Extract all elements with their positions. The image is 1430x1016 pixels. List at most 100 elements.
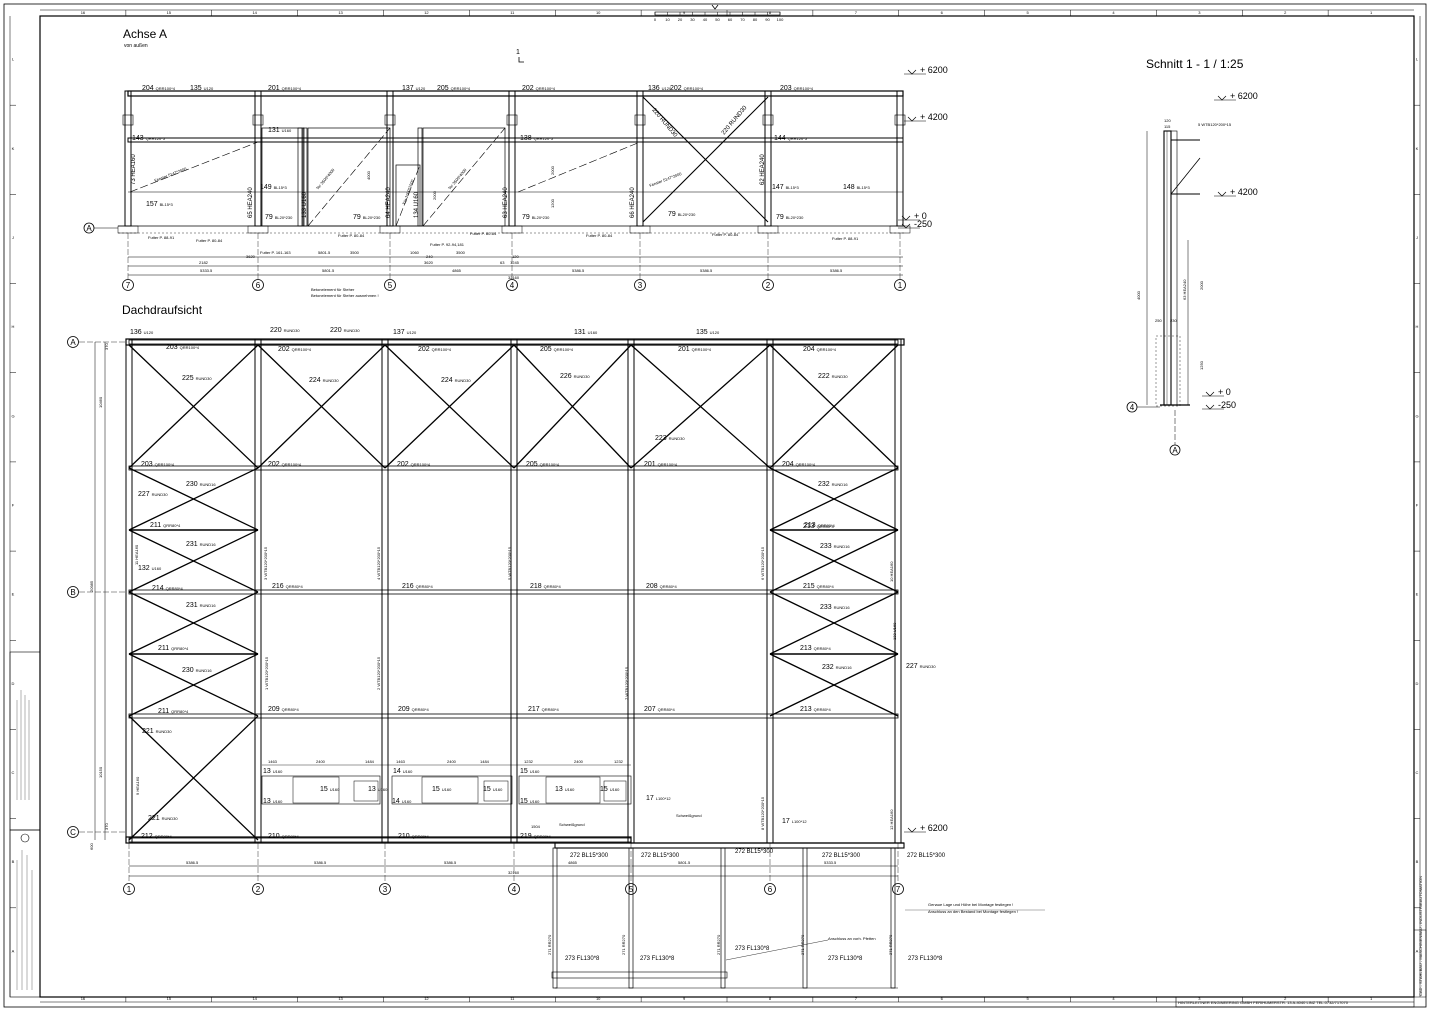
elev-mid-label: 144 QRR120*5 xyxy=(774,135,808,142)
elev-footing xyxy=(379,225,401,234)
frame-col-top: 6 xyxy=(941,10,944,15)
plan-column-label: 5 WTB120*200*15 xyxy=(507,546,512,580)
frame-col-bottom: 1 xyxy=(1370,996,1373,1001)
plan-rowA-label: 202 QRR100*4 xyxy=(418,346,452,353)
plan-note: Anschluss an den Bestand bei Montage fes… xyxy=(928,909,1018,914)
plan-rowB-label: 216 QRR80*4 xyxy=(272,583,304,590)
canopy-schweiss: Schweißgrund xyxy=(559,822,585,827)
plan-side-right-label: 213 QRR80*4 xyxy=(800,645,832,652)
frame-row-right: H xyxy=(1416,324,1419,329)
elev-opening-label: Tor 3500*4000 xyxy=(315,167,336,191)
grid-label: B xyxy=(70,588,75,597)
section-arrow-icon xyxy=(518,57,524,63)
elev-mid-label: 147 BL15*3 xyxy=(772,184,800,191)
canopy-panel xyxy=(421,776,479,804)
elev-node xyxy=(384,114,396,126)
plan-side-right-label: 17 L100*12 xyxy=(782,818,807,825)
frame-col-bottom: 8 xyxy=(769,996,772,1001)
frame-col-bottom: 7 xyxy=(855,996,858,1001)
elev-top-label: 203 QRR100*4 xyxy=(780,85,814,92)
elev-dim: 5801.5 xyxy=(318,250,331,255)
elev-node xyxy=(252,114,264,126)
grid-label: 4 xyxy=(510,281,515,290)
grid-label: 7 xyxy=(126,281,131,290)
section-title: Schnitt 1 - 1 / 1:25 xyxy=(1146,57,1244,71)
plan-grid-bubble-y: A xyxy=(67,336,79,348)
elev-grid-bubble: 3 xyxy=(634,279,646,291)
elev-low-label: 79 BL20*230 xyxy=(668,211,696,218)
scale-tick-label: 50 xyxy=(715,17,720,22)
plan-side-left-label: 227 RUND30 xyxy=(138,491,168,498)
elev-vdim: 1200 xyxy=(550,198,555,208)
plan-rowC-label: 210 QRR80*4 xyxy=(398,833,430,840)
section-member-label: 5 WTB120*200*15 xyxy=(1198,122,1232,127)
elev-level-top: + 6200 xyxy=(904,65,948,75)
elev-diagonal-label: 220 RUND30 xyxy=(650,107,678,139)
svg-text:4: 4 xyxy=(1130,403,1135,412)
plan-brace xyxy=(769,344,899,469)
elev-futter-label: Futter P. 92-94,181 xyxy=(430,242,465,247)
canopy-dim: 2400 xyxy=(447,759,457,764)
grid-bubble xyxy=(634,279,646,291)
elev-top-label: 136 U120 xyxy=(648,85,672,92)
plan-side-right-label: 213 QRR80*4 xyxy=(804,522,836,529)
leanto-purlin-label: 273 FL130*8 xyxy=(640,956,675,962)
grid-label: 6 xyxy=(256,281,261,290)
plan-note-leader xyxy=(725,939,829,961)
plan-column-label: 7 WTB120*200*15 xyxy=(624,666,629,700)
left-stamp xyxy=(9,651,41,998)
frame-row-right: J xyxy=(1416,235,1418,240)
frame-row-right: D xyxy=(1416,681,1419,686)
plan-column-line xyxy=(627,338,635,844)
elev-level-base: -250 xyxy=(898,219,932,229)
plan-rowB-label: 218 QRR80*4 xyxy=(530,583,562,590)
grid-bubble xyxy=(764,883,776,895)
leanto-purlin-label: 273 FL130*8 xyxy=(735,946,770,952)
frame-col-bottom: 9 xyxy=(683,996,686,1001)
elev-dim: 5333.5 xyxy=(200,268,213,273)
elev-mid-label: 149 BL15*3 xyxy=(260,184,288,191)
frame-col-bottom: 11 xyxy=(510,996,515,1001)
elev-column xyxy=(896,90,904,227)
plan-rowC-label: 210 QRR80*4 xyxy=(268,833,300,840)
canopy-dim: 1232 xyxy=(614,759,624,764)
plan-rowC-label: 219 QRR80*4 xyxy=(520,833,552,840)
plan-column-label: 9 HEA160 xyxy=(135,776,140,795)
frame-col-top: 14 xyxy=(252,10,257,15)
level-marker-icon xyxy=(907,827,917,833)
scale-tick-label: 90 xyxy=(765,17,770,22)
elevation-title: Achse A xyxy=(123,27,167,41)
plan-dim-side: 20985 xyxy=(89,580,94,592)
plan-brace xyxy=(128,467,259,531)
plan-beam-line xyxy=(128,589,899,595)
frame-row-right: F xyxy=(1416,503,1419,508)
leanto-beam-label: 272 BL15*300 xyxy=(735,849,774,855)
elev-node xyxy=(506,114,518,126)
elev-vdim: 2000 xyxy=(432,190,437,200)
plan-rowmid-label: 217 QRR80*4 xyxy=(528,706,560,713)
frame-row-left: D xyxy=(12,681,15,686)
grid-bubble xyxy=(67,826,79,838)
canopy-label: 13 U160 xyxy=(555,786,575,793)
elev-column xyxy=(254,90,262,227)
plan-diagonal-label: 223 RUND30 xyxy=(655,435,685,442)
plan-dim-side: 600 xyxy=(89,843,94,850)
canopy-schweiss: Schweißgrund xyxy=(676,813,702,818)
plan-rowmid-label: 211 QRR80*4 xyxy=(158,708,189,715)
elev-column-label: 63 HEA240 xyxy=(503,187,509,218)
plan-dim: 5333.5 xyxy=(824,860,837,865)
plan-column-label: 6 WTB120*200*15 xyxy=(760,546,765,580)
grid-label: 3 xyxy=(383,885,388,894)
leanto-beam-label: 272 BL15*300 xyxy=(641,853,680,859)
plan-top-label: 135 U120 xyxy=(696,329,720,336)
plan-beam-line xyxy=(128,837,632,843)
plan-brace xyxy=(769,467,899,531)
frame-row-left: J xyxy=(12,235,14,240)
elev-dim: 2182 xyxy=(199,260,209,265)
plan-side-left-label: 211 QRR80*4 xyxy=(158,645,189,652)
level-marker-icon xyxy=(1205,404,1215,410)
plan-top-label: 131 U160 xyxy=(574,329,598,336)
grid-bubble xyxy=(762,279,774,291)
frame-row-right: B xyxy=(1416,859,1419,864)
